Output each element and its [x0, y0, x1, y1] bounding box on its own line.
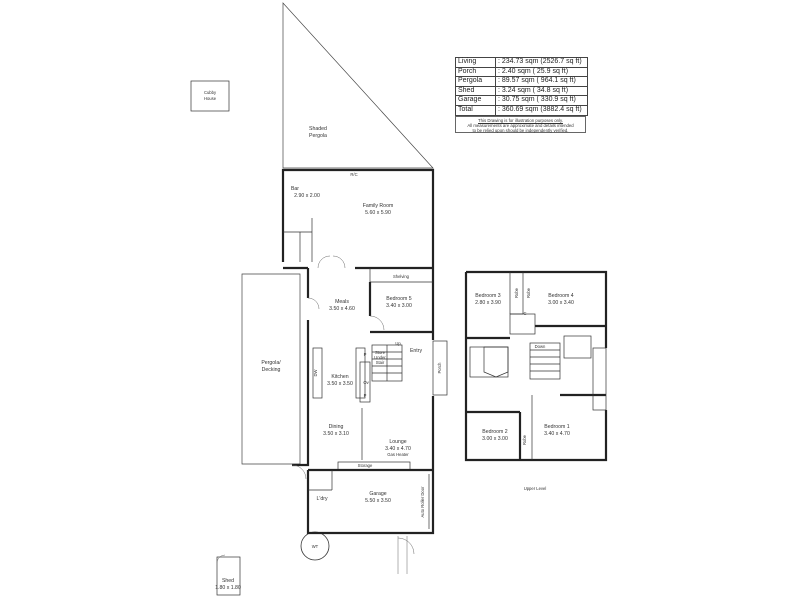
area-row-living: Living : 234.73 sqm (2526.7 sq ft)	[456, 58, 587, 68]
garage-dim: 5.50 x 3.50	[365, 498, 391, 504]
porch-label: Porch	[437, 362, 442, 374]
area-value: : 89.57 sqm ( 964.1 sq ft)	[498, 77, 576, 85]
bedroom1-dim: 3.40 x 4.70	[544, 431, 570, 437]
dw-label: DW	[313, 369, 318, 376]
storage-label: Storage	[358, 463, 373, 468]
cubby-label-1: Cubby	[204, 90, 217, 95]
store-label-3: Stair	[376, 360, 385, 365]
shed-label: Shed	[222, 578, 234, 584]
gas-heater-label: Gas Heater	[387, 452, 409, 457]
robe-label-1: Robe	[514, 287, 519, 298]
area-row-total: Total : 360.69 sqm (3882.4 sq ft)	[456, 105, 587, 115]
cubby-label-2: House	[204, 96, 217, 101]
water-tank-label: WT	[312, 544, 319, 549]
family-room-dim: 5.60 x 5.90	[365, 210, 391, 216]
area-table: Living : 234.73 sqm (2526.7 sq ft) Porch…	[455, 57, 588, 116]
pantry-label-2: P	[364, 393, 367, 398]
store-label-1: Store	[375, 350, 386, 355]
door-swings	[291, 255, 385, 480]
shelving-label: Shelving	[393, 274, 410, 279]
area-value: : 30.75 sqm ( 330.9 sq ft)	[498, 96, 576, 104]
area-value: : 3.24 sqm ( 34.8 sq ft)	[498, 86, 569, 94]
area-row-shed: Shed : 3.24 sqm ( 34.8 sq ft)	[456, 86, 587, 97]
disclaimer-line-2: All measurements are approximate and det…	[467, 123, 574, 129]
kitchen-dim: 3.50 x 3.50	[327, 381, 353, 387]
shed-dim: 1.80 x 1.80	[215, 585, 241, 591]
cubby-house-outline	[190, 80, 230, 112]
bedroom5-dim: 3.40 x 3.00	[386, 303, 412, 309]
bedroom2-label: Bedroom 2	[482, 429, 507, 435]
robe-label-3: Robe	[522, 434, 527, 445]
shaded-pergola-label-2: Pergola	[309, 133, 327, 139]
cupboard-label: C	[523, 311, 526, 316]
bar-label: Bar	[291, 186, 299, 192]
bedroom4-label: Bedroom 4	[548, 293, 573, 299]
area-label: Shed	[456, 86, 496, 96]
area-row-pergola: Pergola : 89.57 sqm ( 964.1 sq ft)	[456, 77, 587, 87]
laundry-label: L'dry	[316, 496, 327, 502]
bar-dim: 2.90 x 2.00	[294, 193, 320, 199]
area-label: Pergola	[456, 77, 496, 86]
pergola-decking-label-2: Decking	[262, 367, 281, 373]
bedroom3-dim: 2.80 x 3.90	[475, 300, 501, 306]
entry-label: Entry	[410, 348, 423, 354]
robe-label-2: Robe	[526, 287, 531, 298]
disclaimer-line-3: to be relied upon should be independentl…	[472, 128, 569, 134]
shed-outline	[216, 556, 241, 596]
area-label: Total	[456, 105, 496, 115]
meals-dim: 3.50 x 4.60	[329, 306, 355, 312]
rc-label: R/C	[350, 172, 357, 177]
area-row-porch: Porch : 2.40 sqm ( 25.9 sq ft)	[456, 67, 587, 78]
disclaimer-line-1: This Drawing is for illustration purpose…	[478, 118, 563, 123]
garage-label: Garage	[369, 491, 386, 497]
area-label: Garage	[456, 96, 496, 105]
pergola-decking-label-1: Pergola/	[261, 360, 281, 366]
upper-level-label: Upper Level	[524, 486, 547, 491]
area-value: : 234.73 sqm (2526.7 sq ft)	[498, 58, 582, 65]
up-label: Up	[395, 341, 401, 346]
upper-floor-walls	[464, 270, 608, 462]
roller-door-label: Auto Roller Door	[420, 486, 425, 518]
bedroom1-label: Bedroom 1	[544, 424, 569, 430]
bedroom4-dim: 3.00 x 3.40	[548, 300, 574, 306]
area-label: Porch	[456, 67, 496, 77]
area-value: : 360.69 sqm (3882.4 sq ft)	[498, 105, 582, 113]
shaded-pergola-outline	[282, 2, 434, 169]
bedroom3-label: Bedroom 3	[475, 293, 500, 299]
disclaimer: This Drawing is for illustration purpose…	[455, 116, 586, 133]
family-room-label: Family Room	[363, 203, 394, 209]
bedroom5-label: Bedroom 5	[386, 296, 411, 302]
shaded-pergola-label-1: Shaded	[309, 126, 327, 132]
dining-dim: 3.50 x 3.10	[323, 431, 349, 437]
area-value: : 2.40 sqm ( 25.9 sq ft)	[498, 67, 569, 75]
lounge-label: Lounge	[389, 439, 406, 445]
oven-label: Ov	[363, 380, 369, 385]
store-label-2: Under	[374, 355, 386, 360]
down-label: Down	[535, 344, 546, 349]
lounge-dim: 3.40 x 4.70	[385, 446, 411, 452]
pantry-label-1: P	[364, 352, 367, 357]
ground-floor-walls	[281, 168, 448, 535]
meals-label: Meals	[335, 299, 349, 305]
dining-label: Dining	[329, 424, 344, 430]
kitchen-label: Kitchen	[331, 374, 348, 380]
bedroom2-dim: 3.00 x 3.00	[482, 436, 508, 442]
area-row-garage: Garage : 30.75 sqm ( 330.9 sq ft)	[456, 96, 587, 106]
area-label: Living	[456, 58, 496, 67]
